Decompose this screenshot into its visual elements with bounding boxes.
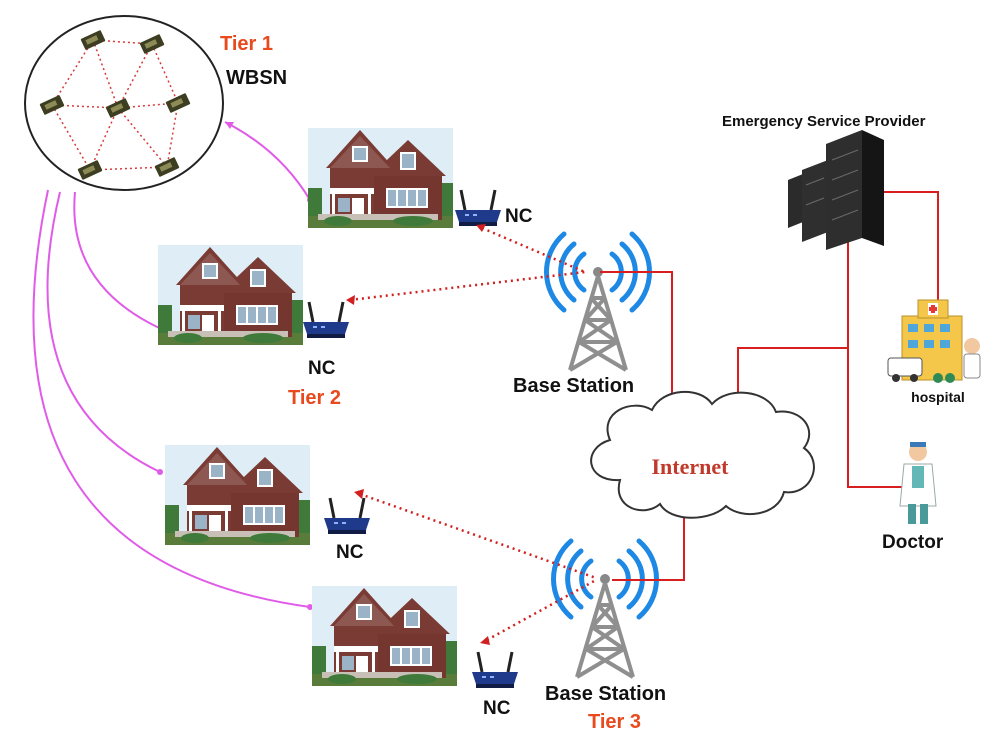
doctor-label: Doctor	[882, 532, 944, 553]
base-station-tower-icon	[546, 234, 649, 370]
wireless-links	[349, 226, 597, 642]
server-rack-icon	[788, 130, 884, 250]
nc-label-4: NC	[483, 698, 511, 719]
nc-label-1: NC	[505, 206, 533, 227]
house-tier2-image	[158, 245, 303, 345]
nc-label-2: NC	[308, 358, 336, 379]
internet-cloud-icon: Internet	[590, 391, 815, 519]
tier3-label: Tier 3	[588, 711, 641, 733]
wbsn-body-network	[24, 15, 224, 191]
wired-links	[600, 191, 939, 581]
router-icon	[301, 300, 351, 340]
nc-label-3: NC	[336, 542, 364, 563]
emergency-service-provider-label: Emergency Service Provider	[722, 113, 926, 130]
base-station-label-1: Base Station	[513, 375, 634, 397]
house-tier1-image	[308, 128, 453, 228]
hospital-label: hospital	[911, 389, 965, 405]
wbsn-label: WBSN	[226, 67, 287, 89]
tier1-label: Tier 1	[220, 33, 273, 55]
house-tier3b-image	[312, 586, 457, 686]
doctor-icon	[899, 442, 937, 524]
house-tier3a-image	[165, 445, 310, 545]
internet-label: Internet	[652, 454, 730, 479]
router-icon	[322, 496, 372, 536]
base-station-tower-icon	[553, 541, 656, 677]
router-icon	[470, 650, 520, 690]
base-station-label-2: Base Station	[545, 683, 666, 705]
router-icon	[453, 188, 503, 228]
arrowhead-icon	[225, 122, 234, 129]
hospital-building-icon: hospital	[887, 299, 981, 405]
tier2-label: Tier 2	[288, 387, 341, 409]
